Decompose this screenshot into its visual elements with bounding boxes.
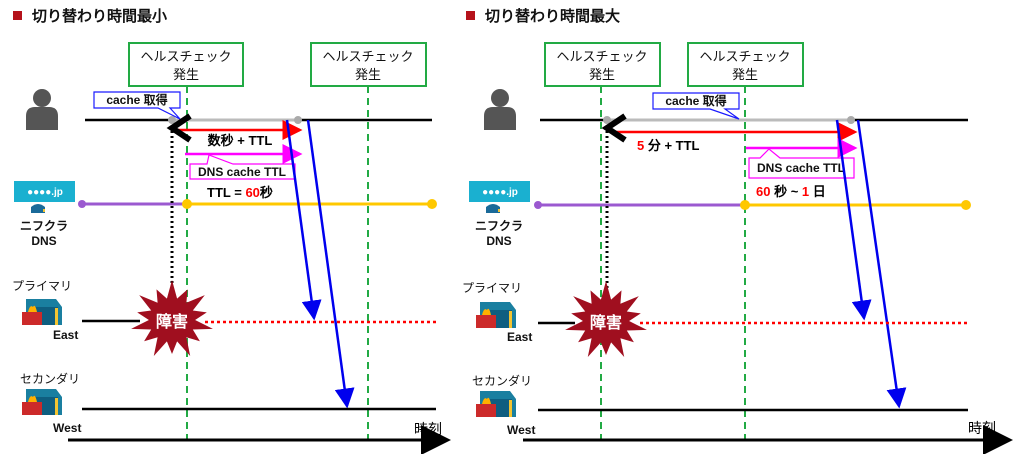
dns-dot [534,201,542,209]
dns-dot [427,199,437,209]
healthcheck-label: ヘルスチェック [322,49,413,64]
primary-region: East [53,328,78,342]
healthcheck-box-1: ヘルスチェック 発生 [544,42,661,87]
failure-burst-icon [131,280,213,356]
dns-icon: ●●●●.jp [14,181,75,213]
dns-icon-text: ●●●●.jp [27,187,63,198]
cache-callout-text: cache 取得 [106,92,167,107]
healthcheck-label: 発生 [732,67,758,82]
ttl-label: TTL = 60秒 [207,185,273,200]
healthcheck-label: 発生 [355,67,381,82]
failure-label: 障害 [590,313,622,332]
request-to-primary-arrow [835,119,872,321]
panel-title: 切り替わり時間最大 [485,7,620,25]
server-icon [476,391,516,417]
request-to-secondary-arrow [856,119,907,409]
healthcheck-box-2: ヘルスチェック 発生 [687,42,804,87]
dns-cache-callout-text: DNS cache TTL [757,161,845,175]
cache-start-dot [168,116,176,124]
healthcheck-label: 発生 [173,67,199,82]
dns-label: ニフクラ [20,219,68,233]
title-marker [13,11,22,20]
cache-callout-text: cache 取得 [665,93,726,108]
cache-end-dot [847,116,855,124]
server-icon [476,302,516,328]
dns-dot [961,200,971,210]
cache-start-dot [603,116,611,124]
dns-icon-text: ●●●●.jp [482,187,518,198]
request-to-primary-arrow [285,119,322,321]
healthcheck-label: 発生 [589,67,615,82]
dns-cache-callout-text: DNS cache TTL [198,165,286,179]
cache-end-dot [294,116,302,124]
panel-title: 切り替わり時間最小 [32,7,167,25]
secondary-region: West [53,421,81,435]
dns-dot [78,200,86,208]
healthcheck-label: ヘルスチェック [556,49,647,64]
failure-burst-icon [565,281,647,357]
red-arrow-label: 数秒 + TTL [208,133,273,148]
healthcheck-label: ヘルスチェック [140,49,231,64]
primary-label: プライマリ [462,281,522,295]
request-to-secondary-arrow [306,119,355,409]
secondary-region: West [507,423,535,437]
dns-label: ニフクラ [475,219,523,233]
time-axis-label: 時刻 [968,420,996,436]
panel-min: 切り替わり時間最小 ヘルスチェック 発生 ヘルスチェック 発生 cache 取得… [12,7,451,454]
ttl-label: 60 秒 ~ 1 日 [756,184,826,199]
red-arrow-label: 5 分 + TTL [637,138,700,153]
dns-icon: ●●●●.jp [469,181,530,213]
user-icon [26,89,58,130]
healthcheck-label: ヘルスチェック [699,49,790,64]
server-icon [22,389,62,415]
time-axis-label: 時刻 [414,421,442,437]
healthcheck-box-1: ヘルスチェック 発生 [128,42,244,87]
secondary-label: セカンダリ [472,373,532,388]
dns-cache-callout: DNS cache TTL [748,148,855,179]
primary-region: East [507,330,532,344]
failure-label: 障害 [156,312,188,331]
dns-label: DNS [31,234,56,248]
dns-dot [182,199,192,209]
dns-label: DNS [486,234,511,248]
healthcheck-box-2: ヘルスチェック 発生 [310,42,427,87]
panel-max: 切り替わり時間最大 ヘルスチェック 発生 ヘルスチェック 発生 cache 取得… [462,7,1013,454]
user-icon [484,89,516,130]
server-icon [22,299,62,325]
title-marker [466,11,475,20]
cache-callout: cache 取得 [93,91,181,120]
dns-dot [740,200,750,210]
dns-cache-callout: DNS cache TTL [189,154,296,180]
cache-callout: cache 取得 [652,92,740,120]
secondary-label: セカンダリ [20,371,80,386]
primary-label: プライマリ [12,279,72,293]
